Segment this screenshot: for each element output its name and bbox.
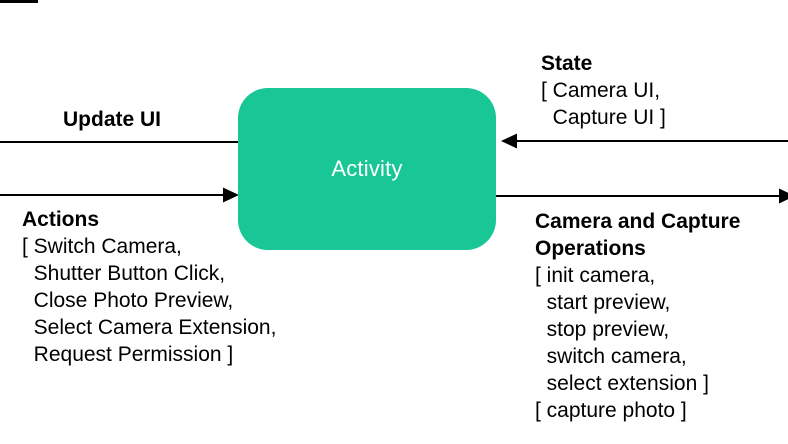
text-line: start preview, <box>535 291 671 314</box>
text-line: Operations <box>535 237 646 260</box>
text-line: select extension ] <box>535 372 709 395</box>
text-line: [ Camera UI, <box>541 79 661 102</box>
update-ui-label: Update UI <box>63 108 162 131</box>
actions-heading: Actions <box>22 208 100 231</box>
activity-box-label: Activity <box>331 156 403 181</box>
text-line: Camera and Capture <box>535 210 741 233</box>
actions-block: Actions [ Switch Camera, Shutter Button … <box>22 206 276 368</box>
camera-ops-arrowhead-icon <box>779 188 788 204</box>
text-line: Shutter Button Click, <box>22 262 226 285</box>
actions-list: [ Switch Camera, Shutter Button Click, C… <box>22 233 276 368</box>
state-heading: State <box>541 52 593 75</box>
state-block: State [ Camera UI, Capture UI ] <box>541 50 666 131</box>
state-list: [ Camera UI, Capture UI ] <box>541 77 666 131</box>
text-line: Request Permission ] <box>22 343 234 366</box>
text-line: Close Photo Preview, <box>22 289 234 312</box>
text-line: stop preview, <box>535 318 670 341</box>
text-line: Select Camera Extension, <box>22 316 277 339</box>
text-line: [ init camera, <box>535 264 656 287</box>
activity-box: Activity <box>238 88 496 250</box>
text-line: Capture UI ] <box>541 106 666 129</box>
text-line: switch camera, <box>535 345 687 368</box>
cropped-line-fragment <box>0 0 38 3</box>
text-line: [ Switch Camera, <box>22 235 182 258</box>
actions-arrowhead-icon <box>223 187 239 203</box>
camera-operations-list: [ init camera, start preview, stop previ… <box>535 262 740 424</box>
text-line: [ capture photo ] <box>535 399 687 422</box>
state-arrowhead-icon <box>501 133 517 149</box>
